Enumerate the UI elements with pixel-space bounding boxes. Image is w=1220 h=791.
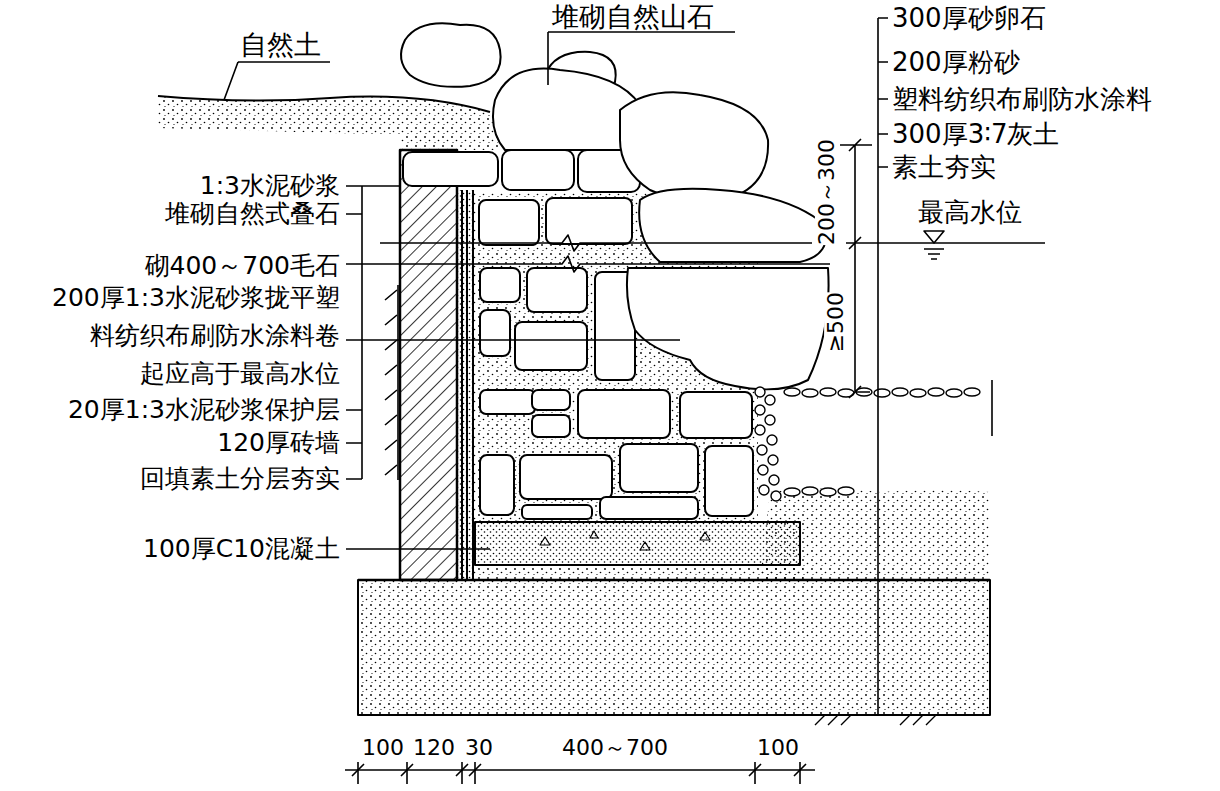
dimension-label: 400～700 bbox=[562, 736, 668, 760]
layer-label: 塑料纺织布刷防水涂料 bbox=[892, 85, 1152, 114]
water-level-label: 最高水位 bbox=[918, 198, 1022, 227]
large-rubble bbox=[627, 268, 829, 389]
dimension-label: 30 bbox=[465, 736, 493, 760]
dimension-label: ≥500 bbox=[824, 292, 848, 352]
material-label: 堆砌自然式叠石 bbox=[165, 200, 340, 228]
foundation-soil bbox=[358, 580, 990, 715]
dimension-label: 100 bbox=[757, 736, 799, 760]
material-label: 100厚C10混凝土 bbox=[143, 535, 340, 563]
material-label: 200厚1:3水泥砂浆拢平塑 料纺织布刷防水涂料卷 起应高于最高水位 bbox=[52, 279, 340, 393]
material-label: 自然土 bbox=[240, 30, 321, 60]
water-level-symbol bbox=[924, 231, 944, 243]
concrete-slab bbox=[475, 522, 800, 565]
layer-label: 300厚砂卵石 bbox=[892, 4, 1046, 33]
material-label: 20厚1:3水泥砂浆保护层 bbox=[68, 396, 340, 424]
layer-label: 200厚粉砂 bbox=[892, 48, 1020, 77]
dimension-label: 200～300 bbox=[815, 139, 839, 245]
cap-stones bbox=[403, 150, 640, 192]
material-label: 1:3水泥砂浆 bbox=[200, 172, 340, 200]
pebbles bbox=[755, 387, 980, 501]
material-label: 120厚砖墙 bbox=[217, 429, 340, 457]
brick-wall bbox=[400, 150, 457, 580]
layer-label: 素土夯实 bbox=[892, 153, 996, 182]
natural-soil bbox=[158, 96, 500, 150]
dimension-label: 120 bbox=[413, 736, 455, 760]
material-label: 回填素土分层夯实 bbox=[140, 465, 340, 493]
soil-surface bbox=[158, 96, 490, 112]
material-label: 堆砌自然山石 bbox=[552, 2, 714, 32]
piled-rocks bbox=[401, 23, 826, 262]
material-label: 砌400～700毛石 bbox=[145, 252, 340, 280]
dimension-label: 100 bbox=[362, 736, 404, 760]
layer-label: 300厚3∶7灰土 bbox=[892, 120, 1059, 149]
